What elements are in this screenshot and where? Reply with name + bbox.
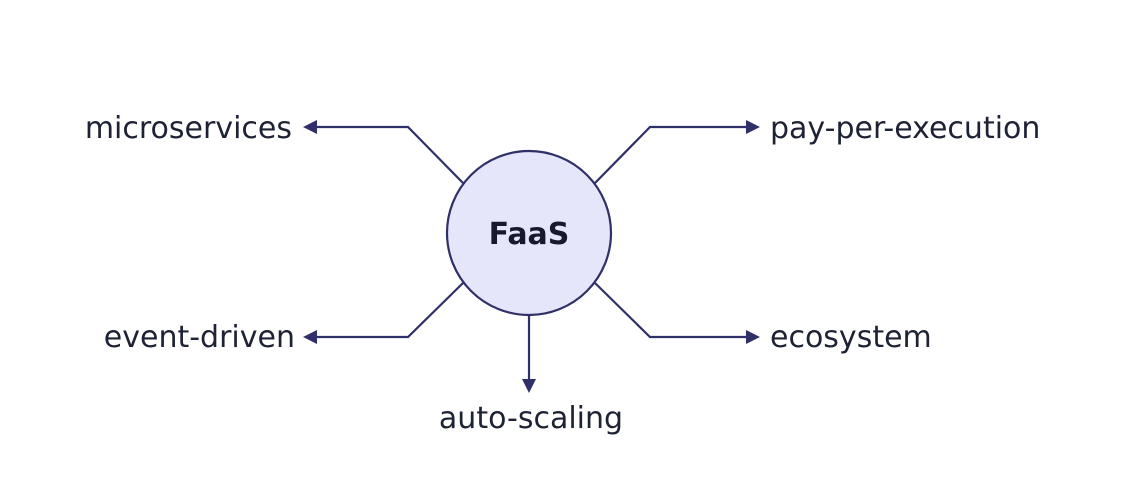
arrowhead-event-driven bbox=[303, 330, 317, 344]
edge-microservices bbox=[316, 125, 464, 184]
arrowhead-auto-scaling bbox=[522, 379, 536, 393]
arrowhead-pay-per-execution bbox=[746, 120, 760, 134]
center-node bbox=[445, 149, 613, 317]
branch-label-microservices: microservices bbox=[85, 111, 292, 146]
center-node-label: FaaS bbox=[489, 217, 570, 252]
branch-label-auto-scaling: auto-scaling bbox=[439, 401, 623, 436]
branch-label-event-driven: event-driven bbox=[104, 320, 295, 355]
branch-label-pay-per-execution: pay-per-execution bbox=[770, 111, 1040, 146]
edge-event-driven bbox=[316, 282, 464, 339]
branch-label-ecosystem: ecosystem bbox=[770, 320, 932, 355]
arrowhead-microservices bbox=[303, 120, 317, 134]
arrowhead-ecosystem bbox=[746, 330, 760, 344]
edge-pay-per-execution bbox=[594, 125, 747, 184]
edge-ecosystem bbox=[594, 282, 747, 339]
